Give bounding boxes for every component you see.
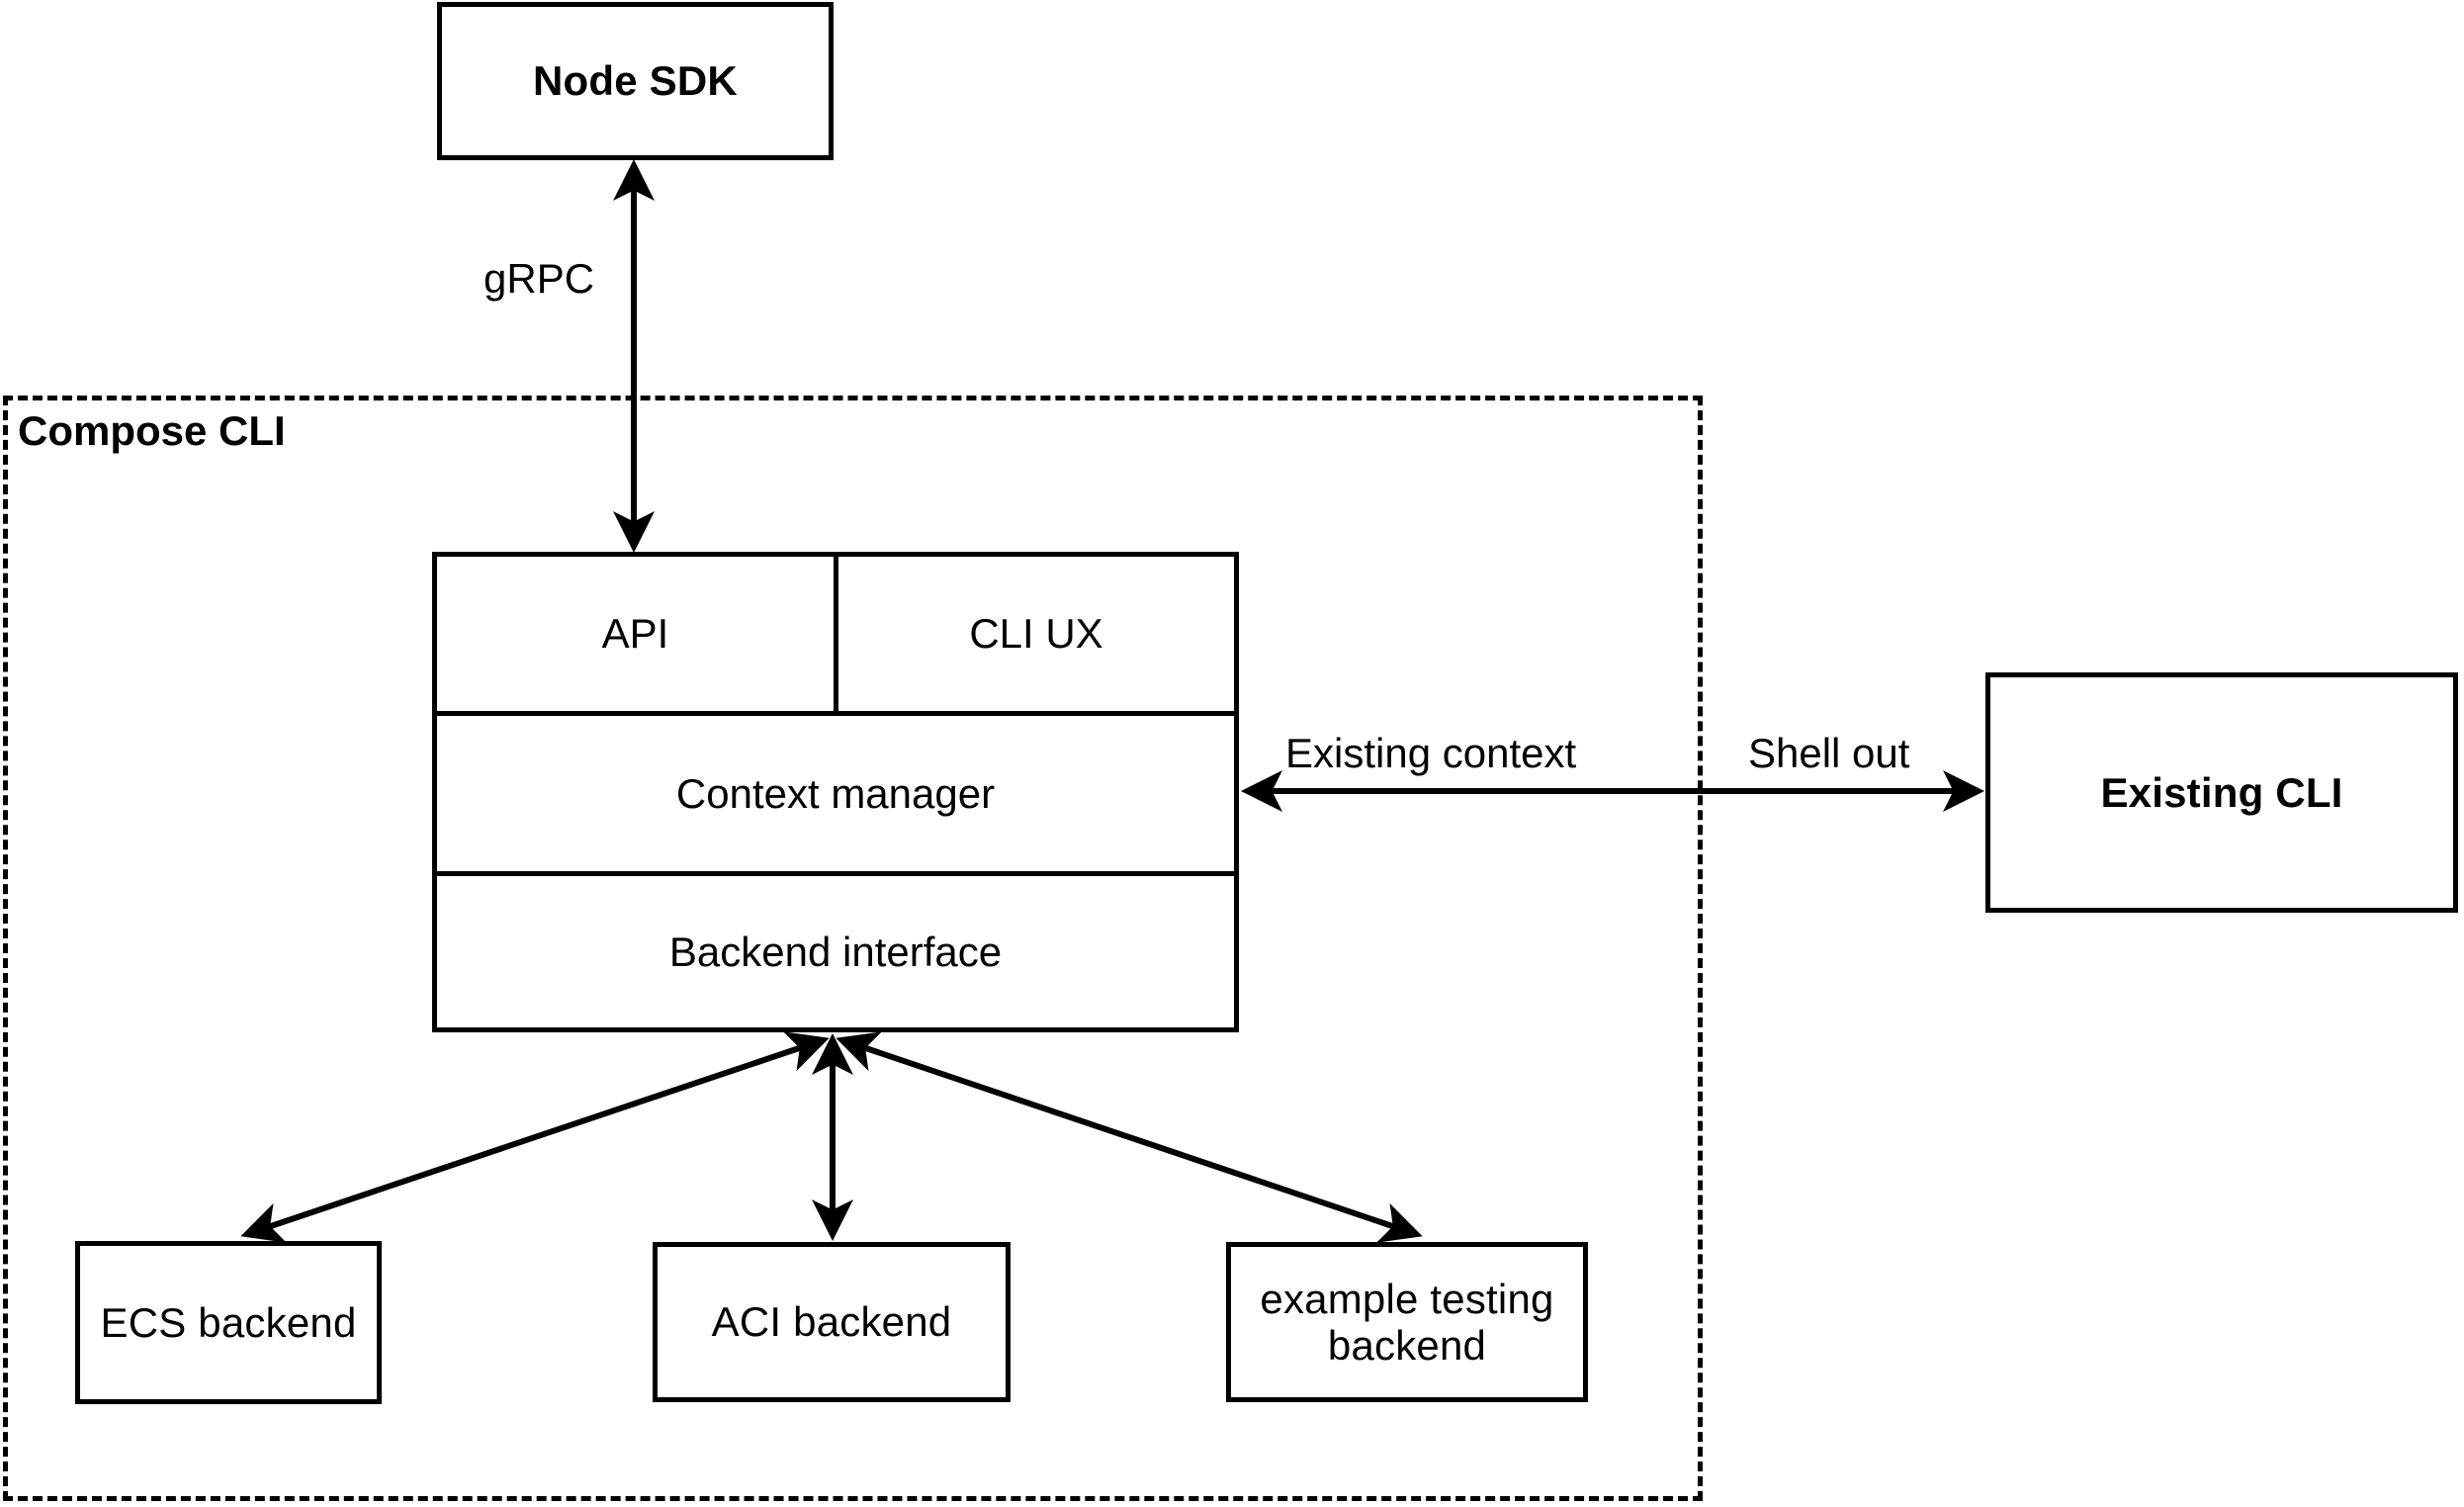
node-sdk-label: Node SDK	[533, 57, 738, 105]
compose-cli-title: Compose CLI	[18, 407, 286, 454]
example-testing-backend-box[interactable]: example testing backend	[1226, 1242, 1588, 1402]
shell-out-edge-label: Shell out	[1748, 730, 1910, 776]
compose-cli-stack: API CLI UX Context manager Backend inter…	[432, 552, 1239, 1032]
backend-interface-row[interactable]: Backend interface	[437, 871, 1234, 1027]
aci-backend-label: ACI backend	[711, 1298, 952, 1346]
context-manager-cell[interactable]: Context manager	[437, 716, 1234, 871]
backend-interface-cell[interactable]: Backend interface	[437, 876, 1234, 1027]
backend-interface-label: Backend interface	[668, 928, 1003, 975]
ecs-backend-box[interactable]: ECS backend	[75, 1241, 382, 1404]
edge-backend-ecs	[240, 1031, 830, 1243]
node-sdk-box[interactable]: Node SDK	[437, 2, 834, 160]
context-manager-label: Context manager	[675, 769, 996, 817]
context-manager-row[interactable]: Context manager	[437, 711, 1234, 871]
api-cell[interactable]: API	[437, 557, 838, 711]
existing-cli-label: Existing CLI	[2100, 768, 2343, 816]
compose-cli-boundary	[3, 396, 1703, 1501]
stack-row-api-cliux: API CLI UX	[437, 557, 1234, 711]
edge-backend-example	[836, 1031, 1423, 1243]
api-label: API	[601, 610, 669, 657]
ecs-backend-label: ECS backend	[100, 1298, 357, 1346]
cli-ux-label: CLI UX	[969, 610, 1103, 657]
grpc-edge-label: gRPC	[484, 255, 595, 302]
aci-backend-box[interactable]: ACI backend	[653, 1242, 1011, 1402]
example-testing-backend-label: example testing backend	[1260, 1275, 1554, 1369]
existing-cli-box[interactable]: Existing CLI	[1985, 672, 2458, 913]
cli-ux-cell[interactable]: CLI UX	[838, 557, 1234, 711]
existing-context-edge-label: Existing context	[1285, 730, 1577, 776]
